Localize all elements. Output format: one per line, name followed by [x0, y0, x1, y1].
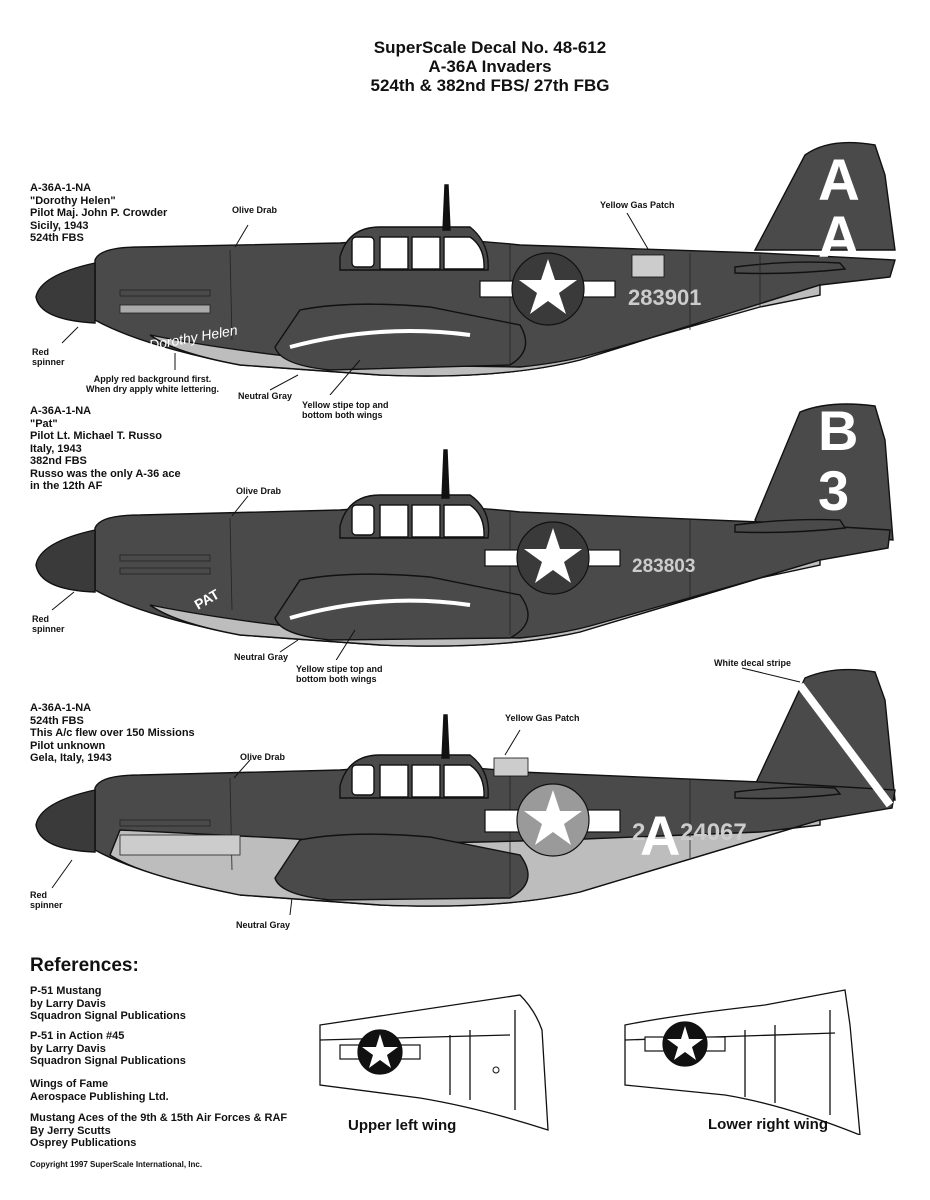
- canopy-pane-2: [379, 236, 409, 270]
- tail-letter-top: B: [818, 400, 858, 462]
- sheet-title: SuperScale Decal No. 48-612 A-36A Invade…: [300, 38, 680, 95]
- canopy-pane-1: [351, 504, 375, 536]
- callout-gas-patch-1: Yellow Gas Patch: [600, 200, 675, 210]
- star-insignia: [484, 783, 621, 857]
- gas-patch: [631, 254, 665, 278]
- aircraft-2-profile: 283803 B 3 PAT: [35, 400, 894, 660]
- callout-red-spinner-2: Red spinner: [32, 614, 65, 634]
- canopy-pane-4: [443, 764, 485, 798]
- star-insignia: [484, 521, 621, 595]
- tail-letter-top: A: [818, 148, 860, 213]
- callout-red-spinner-3: Red spinner: [30, 890, 63, 910]
- callout-red-background-1: Apply red background first. When dry app…: [86, 374, 220, 394]
- canopy-pane-4: [443, 504, 485, 538]
- callout-gas-patch-3: Yellow Gas Patch: [505, 713, 580, 723]
- wing-stripe: [289, 598, 471, 620]
- reference-item: Wings of Fame Aerospace Publishing Ltd.: [30, 1078, 169, 1103]
- upper-left-wing-label: Upper left wing: [348, 1117, 457, 1134]
- fuselage-code: A: [640, 804, 680, 867]
- wing-stripe: [289, 329, 471, 349]
- callout-olive-drab-3: Olive Drab: [240, 752, 286, 762]
- reference-item: P-51 in Action #45 by Larry Davis Squadr…: [30, 1030, 186, 1067]
- serial-prefix: 2: [632, 819, 645, 846]
- canopy-pane-3: [411, 236, 441, 270]
- canopy-pane-2: [379, 504, 409, 538]
- callout-white-stripe-3: White decal stripe: [714, 658, 792, 668]
- canopy-pane-3: [411, 504, 441, 538]
- callout-yellow-stripe-2: Yellow stipe top and bottom both wings: [296, 664, 383, 684]
- tail-letter-bottom: 3: [818, 459, 849, 522]
- aircraft-2-info: A-36A-1-NA "Pat" Pilot Lt. Michael T. Ru…: [30, 405, 181, 492]
- serial-number: 24067: [680, 819, 747, 846]
- star-insignia: [479, 252, 616, 326]
- star-insignia: [339, 1029, 421, 1075]
- antenna: [441, 714, 450, 759]
- gas-patch: [493, 757, 529, 777]
- upper-left-wing-diagram: [319, 994, 549, 1131]
- callout-neutral-gray-3: Neutral Gray: [236, 920, 291, 930]
- reference-item: Mustang Aces of the 9th & 15th Air Force…: [30, 1112, 288, 1149]
- callout-yellow-stripe-1: Yellow stipe top and bottom both wings: [302, 400, 389, 420]
- aircraft-3-profile: 2 24067 A: [35, 667, 896, 916]
- spinner: [35, 262, 96, 324]
- aircraft-1-info: A-36A-1-NA "Dorothy Helen" Pilot Maj. Jo…: [30, 182, 168, 244]
- canopy-pane-4: [443, 236, 485, 270]
- tail-letter-bottom: A: [818, 205, 860, 270]
- serial-number: 283803: [632, 556, 695, 577]
- canopy-pane-3: [411, 764, 441, 798]
- tail-fin: [753, 141, 896, 251]
- spinner: [35, 789, 96, 853]
- references-heading: References:: [30, 955, 139, 976]
- title-line-1: SuperScale Decal No. 48-612: [373, 38, 607, 57]
- lower-right-wing-diagram: [624, 989, 861, 1135]
- canopy-pane-1: [351, 236, 375, 268]
- aircraft-3-info: A-36A-1-NA 524th FBS This A/c flew over …: [30, 702, 195, 764]
- wing-fairing: [274, 303, 527, 371]
- tail-fin: [754, 403, 894, 541]
- reference-item: P-51 Mustang by Larry Davis Squadron Sig…: [30, 985, 186, 1022]
- antenna: [442, 184, 451, 231]
- stabilizer: [734, 261, 847, 275]
- white-decal-stripe: [796, 682, 894, 808]
- spinner: [35, 529, 96, 593]
- title-line-2: A-36A Invaders: [428, 57, 552, 76]
- callout-neutral-gray-2: Neutral Gray: [234, 652, 289, 662]
- wing-fairing: [274, 833, 529, 901]
- antenna: [441, 449, 450, 499]
- callout-red-spinner-1: Red spinner: [32, 347, 65, 367]
- stabilizer: [734, 786, 842, 800]
- serial-number: 283901: [628, 285, 701, 310]
- canopy-pane-2: [379, 764, 409, 798]
- star-insignia: [644, 1021, 726, 1067]
- aircraft-1-profile: 283901 A A Dorothy Helen: [35, 141, 896, 395]
- callout-olive-drab-1: Olive Drab: [232, 205, 278, 215]
- callout-neutral-gray-1: Neutral Gray: [238, 391, 293, 401]
- copyright: Copyright 1997 SuperScale International,…: [30, 1160, 203, 1169]
- title-line-3: 524th & 382nd FBS/ 27th FBG: [370, 76, 610, 95]
- wing-fairing: [274, 573, 529, 641]
- canopy-pane-1: [351, 764, 375, 796]
- lower-right-wing-label: Lower right wing: [708, 1116, 828, 1133]
- stabilizer: [734, 518, 847, 534]
- callout-olive-drab-2: Olive Drab: [236, 486, 282, 496]
